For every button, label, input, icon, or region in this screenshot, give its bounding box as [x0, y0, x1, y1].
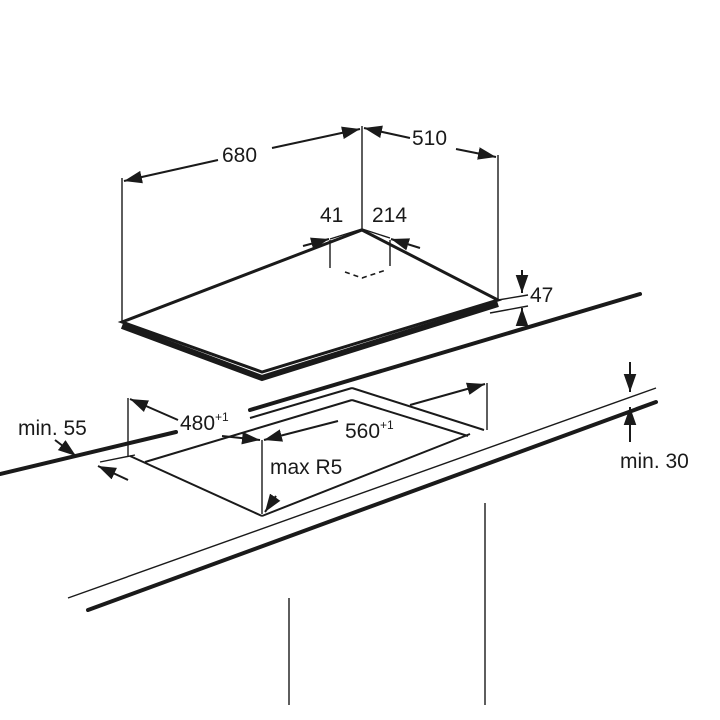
hob-height-label: 47 — [530, 284, 553, 307]
cutout — [129, 387, 485, 517]
cutout-length-label: 560+1 — [345, 418, 394, 443]
cutout-extension-lines — [127, 383, 488, 514]
edge-distance-label: min. 55 — [18, 417, 87, 440]
worktop — [0, 292, 658, 705]
cutout-dimension-lines — [54, 362, 637, 513]
hob-width-label: 680 — [222, 144, 257, 167]
hob — [117, 228, 502, 382]
hob-top-surface — [117, 228, 502, 374]
hob-extension-lines — [121, 126, 529, 322]
hob-offset-right-label: 214 — [372, 204, 407, 227]
hob-dimension-lines — [123, 125, 529, 326]
hob-hidden-outline — [344, 269, 387, 279]
hob-depth-label: 510 — [412, 127, 447, 150]
corner-radius-label: max R5 — [270, 456, 342, 479]
hob-front-edge — [120, 301, 499, 382]
cutout-width-label: 480+1 — [180, 410, 229, 435]
hob-offset-left-label: 41 — [320, 204, 343, 227]
worktop-thickness-label: min. 30 — [620, 450, 689, 473]
